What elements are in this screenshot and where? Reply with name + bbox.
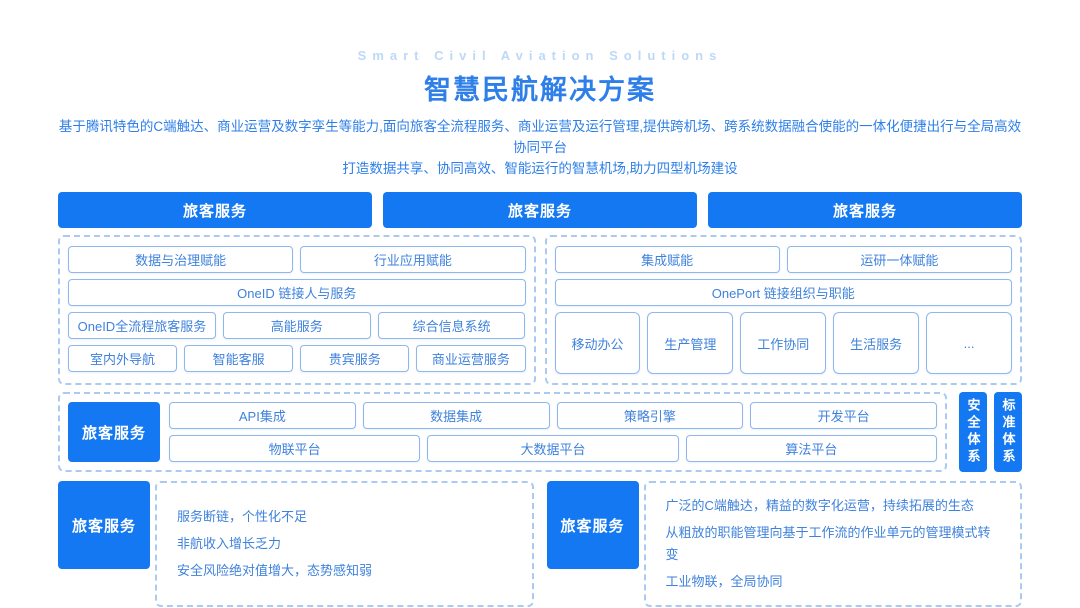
description-line-2: 打造数据共享、协同高效、智能运行的智慧机场,助力四型机场建设 (342, 161, 738, 176)
box-work-collaboration: 工作协同 (740, 312, 827, 374)
box-commercial-operation: 商业运营服务 (416, 345, 526, 372)
bottom-right-text-box: 广泛的C端触达，精益的数字化运营，持续拓展的生态 从粗放的职能管理向基于工作流的… (643, 481, 1022, 607)
value-line: 广泛的C端触达，精益的数字化运营，持续拓展的生态 (665, 498, 974, 513)
pain-point-line: 服务断链，个性化不足 (177, 509, 308, 524)
value-line: 从粗放的职能管理向基于工作流的作业单元的管理模式转变 (665, 525, 991, 562)
top-bar-passenger-service-2: 旅客服务 (383, 192, 697, 228)
top-bars: 旅客服务 旅客服务 旅客服务 (58, 192, 1022, 228)
box-iot-platform: 物联平台 (169, 435, 421, 462)
box-mobile-office: 移动办公 (554, 312, 641, 374)
value-line: 工业物联，全局协同 (665, 574, 783, 589)
bottom-right-label: 旅客服务 (546, 481, 639, 569)
box-smart-customer-service: 智能客服 (184, 345, 294, 372)
box-bigdata-platform: 大数据平台 (427, 435, 679, 462)
security-system-bar: 安全体系 (959, 392, 987, 472)
top-bar-passenger-service-3: 旅客服务 (708, 192, 1022, 228)
pain-point-line: 安全风险绝对值增大，态势感知弱 (177, 563, 373, 578)
box-production-management: 生产管理 (647, 312, 734, 374)
platform-row-1: API集成 数据集成 策略引擎 开发平台 (169, 402, 937, 429)
box-oneid-passenger-service: OneID全流程旅客服务 (68, 312, 216, 339)
box-vip-service: 贵宾服务 (300, 345, 410, 372)
box-premium-service: 高能服务 (222, 312, 371, 339)
bottom-left-group: 旅客服务 服务断链，个性化不足 非航收入增长乏力 安全风险绝对值增大，态势感知弱 (58, 481, 534, 607)
box-industry-application: 行业应用赋能 (300, 246, 526, 273)
bottom-left-label: 旅客服务 (58, 481, 150, 569)
description: 基于腾讯特色的C端触达、商业运营及数字孪生等能力,面向旅客全流程服务、商业运营及… (58, 116, 1022, 179)
left-panel-row-1: 数据与治理赋能 行业应用赋能 (68, 246, 526, 273)
box-ops-research-enablement: 运研一体赋能 (786, 246, 1012, 273)
box-data-integration: 数据集成 (362, 402, 550, 429)
bottom-band: 旅客服务 服务断链，个性化不足 非航收入增长乏力 安全风险绝对值增大，态势感知弱… (58, 481, 1022, 607)
platform-container: 旅客服务 API集成 数据集成 策略引擎 开发平台 物联平台 大数据平台 算法平… (58, 392, 947, 472)
platform-band-label: 旅客服务 (68, 402, 160, 462)
bottom-right-group: 旅客服务 广泛的C端触达，精益的数字化运营，持续拓展的生态 从粗放的职能管理向基… (546, 481, 1022, 607)
box-indoor-outdoor-nav: 室内外导航 (68, 345, 178, 372)
box-dev-platform: 开发平台 (750, 402, 937, 429)
right-panel-row-2: OnePort 链接组织与职能 (554, 279, 1012, 306)
box-life-service: 生活服务 (833, 312, 920, 374)
box-oneport-link: OnePort 链接组织与职能 (554, 279, 1012, 306)
standard-system-bar: 标准体系 (994, 392, 1022, 472)
capability-panels: 数据与治理赋能 行业应用赋能 OneID 链接人与服务 OneID全流程旅客服务… (58, 235, 1022, 385)
box-data-governance: 数据与治理赋能 (68, 246, 294, 273)
left-panel-row-3: OneID全流程旅客服务 高能服务 综合信息系统 (68, 312, 526, 339)
left-panel-oneid: 数据与治理赋能 行业应用赋能 OneID 链接人与服务 OneID全流程旅客服务… (58, 235, 536, 385)
left-panel-row-2: OneID 链接人与服务 (68, 279, 526, 306)
right-panel-row-1: 集成赋能 运研一体赋能 (554, 246, 1012, 273)
platform-grid: API集成 数据集成 策略引擎 开发平台 物联平台 大数据平台 算法平台 (169, 402, 937, 462)
box-oneid-link: OneID 链接人与服务 (68, 279, 526, 306)
box-integration-enablement: 集成赋能 (554, 246, 780, 273)
system-side-bars: 安全体系 标准体系 (959, 392, 1022, 472)
right-panel-row-3: 移动办公 生产管理 工作协同 生活服务 ... (554, 312, 1013, 374)
box-info-system: 综合信息系统 (377, 312, 526, 339)
platform-row-2: 物联平台 大数据平台 算法平台 (169, 435, 937, 462)
subtitle-english: Smart Civil Aviation Solutions (357, 48, 723, 63)
pain-point-line: 非航收入增长乏力 (177, 536, 282, 551)
platform-band: 旅客服务 API集成 数据集成 策略引擎 开发平台 物联平台 大数据平台 算法平… (58, 392, 1022, 472)
left-panel-row-4: 室内外导航 智能客服 贵宾服务 商业运营服务 (68, 345, 526, 372)
box-algorithm-platform: 算法平台 (685, 435, 937, 462)
bottom-left-text-box: 服务断链，个性化不足 非航收入增长乏力 安全风险绝对值增大，态势感知弱 (155, 481, 534, 607)
box-more-ellipsis: ... (926, 312, 1013, 374)
box-api-integration: API集成 (169, 402, 356, 429)
top-bar-passenger-service-1: 旅客服务 (58, 192, 372, 228)
page-title: 智慧民航解决方案 (424, 75, 656, 105)
description-line-1: 基于腾讯特色的C端触达、商业运营及数字孪生等能力,面向旅客全流程服务、商业运营及… (58, 119, 1022, 155)
box-policy-engine: 策略引擎 (556, 402, 744, 429)
right-panel-oneport: 集成赋能 运研一体赋能 OnePort 链接组织与职能 移动办公 生产管理 工作… (544, 235, 1022, 385)
